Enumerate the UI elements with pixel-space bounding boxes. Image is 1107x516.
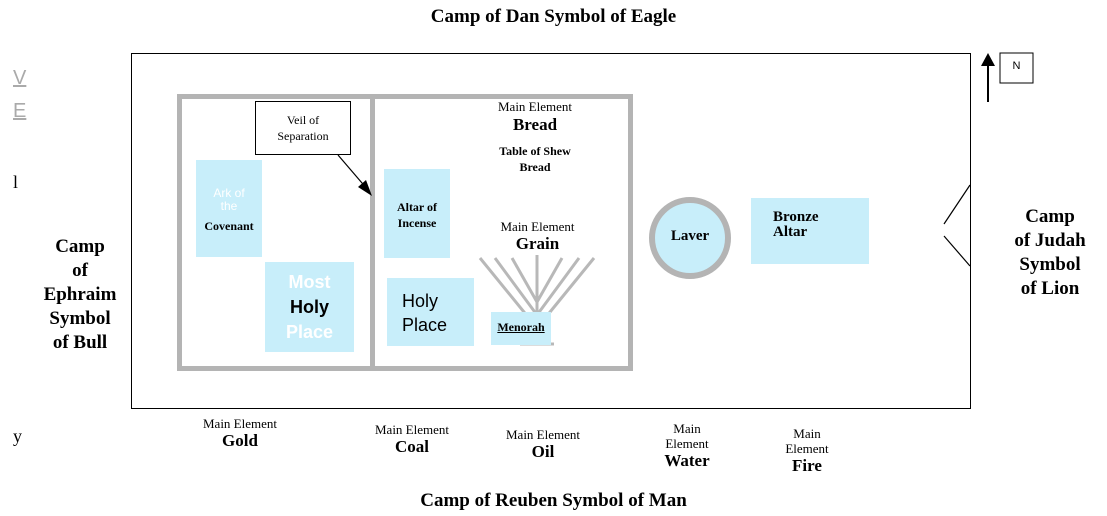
camp-west-label: Camp of Ephraim Symbol of Bull: [30, 235, 130, 355]
veil-callout: [255, 101, 351, 155]
bread-main-element-label: Main Element: [497, 99, 572, 114]
camp-north-label: Camp of Dan Symbol of Eagle: [430, 6, 677, 27]
north-label-box: [999, 52, 1034, 84]
veil-divider: [370, 94, 375, 371]
gold-label: Main Element: [202, 416, 277, 431]
mhp-line-place: Place: [285, 322, 334, 342]
altar-of-incense-box: [384, 169, 450, 258]
aoi-line-1: Altar of: [396, 200, 438, 214]
coal-value: Coal: [395, 437, 429, 456]
east-line-2: of Judah: [1014, 230, 1086, 251]
table-of-shewbread-label: Table of Shew Bread: [470, 143, 600, 175]
main-element-coal: Main Element Coal: [352, 422, 472, 457]
veil-callout-text: Veil of Separation: [255, 112, 351, 144]
veil-line-2: Separation: [277, 129, 329, 143]
fragment-text-l: l: [13, 172, 19, 192]
most-holy-place-box: [265, 262, 354, 352]
gold-value: Gold: [222, 431, 258, 450]
menorah-box: [491, 312, 551, 345]
mhp-line-most: Most: [288, 272, 331, 292]
menorah-label: Menorah: [497, 320, 545, 334]
holy-place-label: Holy Place: [402, 289, 472, 337]
camp-south-label: Camp of Reuben Symbol of Man: [420, 490, 687, 511]
bronze-altar-label: Bronze Altar: [773, 210, 863, 240]
holy-place-box: [387, 278, 474, 346]
tos-line-1: Table of Shew: [499, 144, 571, 158]
west-line-2: of: [72, 260, 88, 281]
laver-label: Laver: [670, 228, 710, 244]
ark-line-1: Ark of: [213, 186, 245, 200]
veil-line-1: Veil of: [286, 113, 320, 127]
main-element-oil: Main Element Oil: [483, 427, 603, 462]
main-element-gold: Main Element Gold: [180, 416, 300, 451]
most-holy-place-label: Most Holy Place: [265, 270, 354, 345]
hp-line-1: Holy: [402, 291, 439, 311]
north-arrow-head-icon: [981, 53, 995, 66]
main-element-fire: Main Element Fire: [757, 426, 857, 476]
west-line-3: Ephraim: [43, 284, 117, 305]
main-element-water: Main Element Water: [637, 421, 737, 471]
altar-of-incense-label: Altar of Incense: [384, 199, 450, 231]
veil-arrow-head-icon: [358, 180, 372, 196]
fragment-text-e: E: [13, 100, 27, 122]
grain-main-element-label: Main Element: [500, 219, 575, 234]
east-line-3: Symbol: [1019, 254, 1081, 275]
camp-east-label: Camp of Judah Symbol of Lion: [1000, 205, 1100, 301]
east-line-4: of Lion: [1020, 278, 1080, 299]
west-line-4: Symbol: [49, 308, 111, 329]
ark-box: [196, 160, 262, 257]
oil-label: Main Element: [505, 427, 580, 442]
east-line-1: Camp: [1025, 206, 1075, 227]
fire-label-2: Element: [785, 441, 829, 456]
coal-label: Main Element: [374, 422, 449, 437]
ark-label-covenant: Covenant: [204, 219, 254, 233]
laver-circle: [649, 197, 731, 279]
east-gate: [943, 184, 971, 267]
aoi-line-2: Incense: [397, 216, 437, 230]
water-label-2: Element: [665, 436, 709, 451]
ark-line-2: the: [220, 199, 238, 213]
ark-label-top: Ark of the: [196, 187, 262, 213]
water-value: Water: [664, 451, 710, 470]
bread-main-element-value: Bread: [512, 115, 558, 134]
tos-line-2: Bread: [519, 160, 551, 174]
bronze-altar-box: [751, 198, 869, 264]
oil-value: Oil: [531, 442, 555, 461]
fragment-text-v: V: [13, 67, 27, 89]
outer-court: [131, 53, 971, 409]
tabernacle-wall: [177, 94, 633, 371]
compass: [981, 52, 1034, 102]
west-line-5: of Bull: [52, 332, 108, 353]
north-label: N: [1012, 60, 1021, 72]
hp-line-2: Place: [402, 315, 448, 335]
fragment-text-y: y: [13, 426, 22, 446]
mhp-line-holy: Holy: [289, 297, 329, 317]
fire-value: Fire: [792, 456, 822, 475]
fire-label-1: Main: [793, 426, 821, 441]
west-line-1: Camp: [55, 236, 105, 257]
grain-main-element-value: Grain: [515, 234, 560, 253]
ba-line-2: Altar: [773, 224, 808, 240]
ba-line-1: Bronze: [773, 209, 819, 225]
water-label-1: Main: [673, 421, 701, 436]
